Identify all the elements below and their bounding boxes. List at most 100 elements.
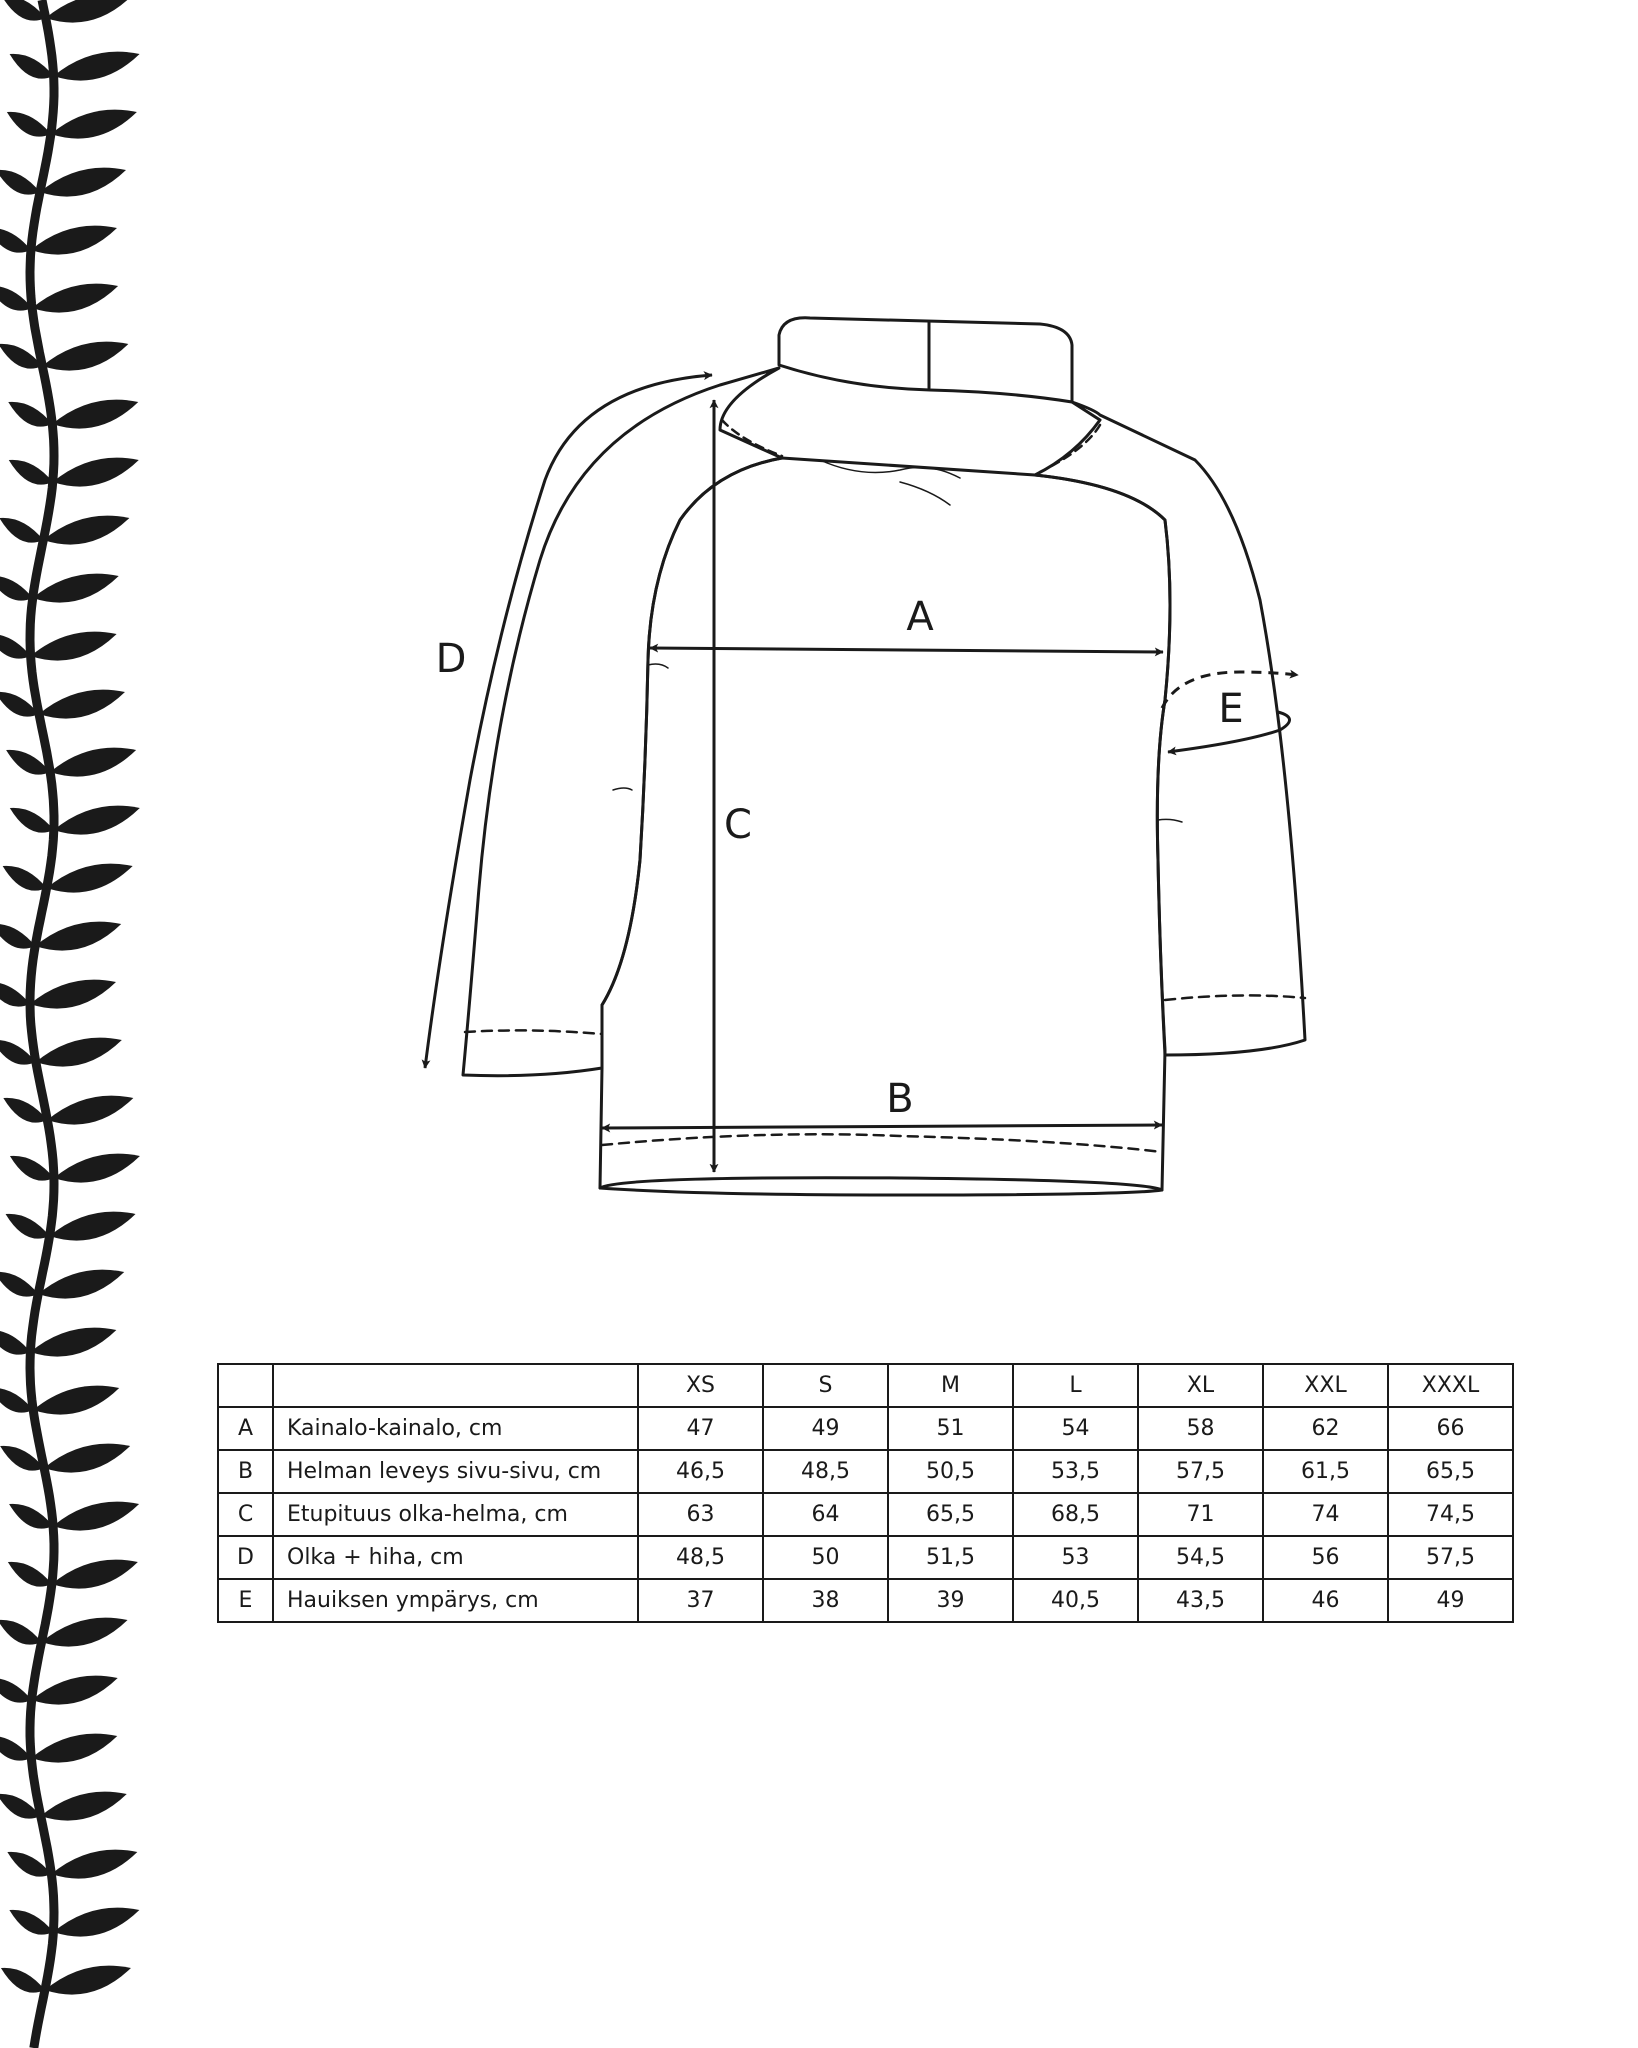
- arrow-e-back: [1160, 669, 1299, 709]
- vine-leaf: [6, 749, 51, 775]
- vine-leaf: [45, 0, 128, 23]
- vine-leaf: [31, 1733, 118, 1763]
- vine-leaf: [6, 111, 51, 137]
- vine-leaf: [0, 635, 31, 659]
- size-header: XXL: [1262, 1363, 1389, 1408]
- value-cell: 65,5: [1387, 1449, 1514, 1494]
- vine-leaf: [0, 924, 36, 949]
- value-cell: 63: [637, 1492, 764, 1537]
- value-cell: 65,5: [887, 1492, 1014, 1537]
- row-key: C: [217, 1492, 274, 1537]
- vine-leaf: [51, 1849, 138, 1879]
- row-name: Hauiksen ympärys, cm: [272, 1578, 639, 1623]
- value-cell: 49: [1387, 1578, 1514, 1623]
- value-cell: 56: [1262, 1535, 1389, 1580]
- size-header: XS: [637, 1363, 764, 1408]
- vine-leaf: [0, 1678, 32, 1703]
- row-name: Helman leveys sivu-sivu, cm: [272, 1449, 639, 1494]
- row-key: D: [217, 1535, 274, 1580]
- vine-leaf: [9, 53, 54, 79]
- right-cuff-stitch: [1163, 994, 1307, 1002]
- vine-leaf: [51, 1559, 138, 1589]
- vine-leaf: [0, 1040, 36, 1065]
- value-cell: 48,5: [637, 1535, 764, 1580]
- size-header-row: XS S M L XL XXL XXXL: [217, 1363, 1514, 1408]
- vine-leaf: [0, 1331, 31, 1355]
- value-cell: 48,5: [762, 1449, 889, 1494]
- size-header: S: [762, 1363, 889, 1408]
- body: [598, 456, 1172, 1197]
- collar: [777, 316, 1074, 404]
- size-header: L: [1012, 1363, 1139, 1408]
- arrow-e-front: [1167, 710, 1291, 756]
- value-cell: 66: [1387, 1406, 1514, 1451]
- measurement-arrows: [421, 371, 1299, 1173]
- value-cell: 46,5: [637, 1449, 764, 1494]
- vine-leaf: [8, 401, 53, 427]
- vine-leaf: [9, 1909, 54, 1935]
- vine-stem: [25, 0, 59, 2048]
- vine-leaf: [52, 399, 139, 429]
- measurement-labels: A B C D E: [436, 594, 1244, 1122]
- size-header: M: [887, 1363, 1014, 1408]
- vine-leaf: [9, 1503, 54, 1529]
- vine-leaf: [30, 631, 117, 661]
- vine-leaf: [49, 1211, 136, 1241]
- vine-leaf: [42, 341, 129, 371]
- vine-leaf: [5, 1213, 50, 1239]
- value-cell: 57,5: [1137, 1449, 1264, 1494]
- vine-leaf: [0, 1619, 42, 1645]
- vine-leaf: [41, 1617, 128, 1647]
- vine-leaf: [38, 1269, 125, 1299]
- vine-leaf: [7, 1561, 52, 1587]
- header-empty-cell: [217, 1363, 274, 1408]
- decorative-vine-border: [0, 0, 140, 2048]
- vine-leaf: [44, 1443, 131, 1473]
- vine-leaf: [0, 1967, 45, 1993]
- vine-leaf: [0, 343, 43, 369]
- label-c: C: [724, 802, 752, 848]
- vine-leaf: [44, 1965, 131, 1995]
- table-row: A Kainalo-kainalo, cm 47 49 51 54 58 62 …: [217, 1406, 1514, 1451]
- size-header: XXXL: [1387, 1363, 1514, 1408]
- value-cell: 39: [887, 1578, 1014, 1623]
- vine-leaf: [7, 1851, 52, 1877]
- row-key: E: [217, 1578, 274, 1623]
- vine-leaf: [0, 983, 31, 1007]
- table-row: C Etupituus olka-helma, cm 63 64 65,5 68…: [217, 1492, 1514, 1537]
- value-cell: 53,5: [1012, 1449, 1139, 1494]
- right-raglan-stitch: [1038, 423, 1102, 474]
- label-e: E: [1218, 686, 1243, 732]
- vine-leaf: [0, 286, 33, 311]
- row-key: B: [217, 1449, 274, 1494]
- vine-leaf: [0, 1445, 45, 1471]
- header-empty-cell: [272, 1363, 639, 1408]
- vine-leaf: [0, 1736, 32, 1761]
- vine-leaf: [32, 573, 119, 603]
- vine-leaf: [52, 457, 139, 487]
- value-cell: 61,5: [1262, 1449, 1389, 1494]
- left-cuff-stitch: [463, 1029, 604, 1036]
- value-cell: 37: [637, 1578, 764, 1623]
- size-header: XL: [1137, 1363, 1264, 1408]
- vine-leaf: [35, 1037, 122, 1067]
- value-cell: 43,5: [1137, 1578, 1264, 1623]
- vine-leaf: [0, 1793, 41, 1819]
- vine-leaf: [53, 1501, 140, 1531]
- value-cell: 46: [1262, 1578, 1389, 1623]
- value-cell: 54,5: [1137, 1535, 1264, 1580]
- value-cell: 68,5: [1012, 1492, 1139, 1537]
- vine-leaf: [53, 1907, 140, 1937]
- vine-leaf: [0, 1271, 39, 1297]
- value-cell: 51,5: [887, 1535, 1014, 1580]
- vine-leaf: [0, 517, 44, 543]
- vine-leaf: [30, 225, 117, 255]
- vine-leaf: [0, 228, 31, 253]
- hem-stitch: [600, 1133, 1164, 1154]
- row-name: Etupituus olka-helma, cm: [272, 1492, 639, 1537]
- vine-leaf: [8, 459, 53, 485]
- value-cell: 58: [1137, 1406, 1264, 1451]
- value-cell: 64: [762, 1492, 889, 1537]
- table-row: B Helman leveys sivu-sivu, cm 46,5 48,5 …: [217, 1449, 1514, 1494]
- value-cell: 57,5: [1387, 1535, 1514, 1580]
